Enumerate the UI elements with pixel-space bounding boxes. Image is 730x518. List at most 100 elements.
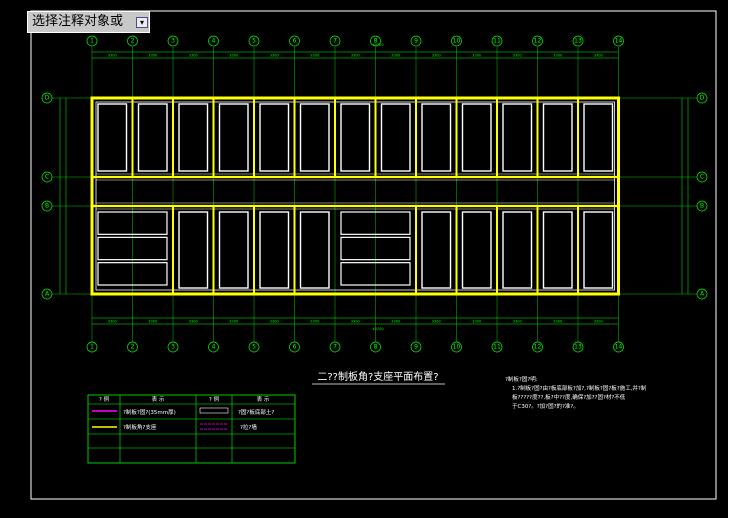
viewport-edge <box>728 0 730 518</box>
axis-label-right: A <box>700 291 705 298</box>
legend-swatch-wall <box>199 407 229 414</box>
axis-bubble-top <box>410 35 422 47</box>
axis-label-top: 7 <box>333 38 337 45</box>
axis-bubble-bottom <box>613 341 624 353</box>
room-slab-bottom <box>218 211 249 289</box>
axis-bubble-bottom <box>86 341 98 353</box>
axis-label-top: 8 <box>374 38 378 45</box>
dimension-value-bottom: 3300 <box>189 320 198 324</box>
axis-label-top: 2 <box>131 38 135 45</box>
dimension-value-bottom: 3300 <box>310 320 319 324</box>
axis-label-bottom: 11 <box>493 344 501 351</box>
notes-heading: ?制板?固?明: <box>505 375 538 383</box>
axis-label-top: 6 <box>293 38 297 45</box>
room-slab-top <box>502 103 533 172</box>
room-slab-top <box>380 103 411 172</box>
axis-bubble-top <box>329 35 341 47</box>
axis-label-bottom: 8 <box>374 344 378 351</box>
axis-bubble-left <box>41 171 53 183</box>
room-slab-bottom <box>583 211 614 289</box>
dropdown-arrow-icon[interactable]: ▾ <box>136 17 148 28</box>
dimension-value-top: 3300 <box>270 54 279 58</box>
room-slab-bottom <box>461 211 492 289</box>
dimension-value-bottom: 3300 <box>391 320 400 324</box>
axis-label-left: C <box>45 174 49 181</box>
legend-header-2: 表 示 <box>152 395 165 403</box>
dimension-value-top: 3300 <box>108 54 117 58</box>
axis-label-top: 9 <box>414 38 418 45</box>
dimension-value-top: 3300 <box>148 54 157 58</box>
dimension-value-bottom: 3300 <box>270 320 279 324</box>
axis-label-bottom: 2 <box>131 344 135 351</box>
dimension-value-bottom: 3300 <box>148 320 157 324</box>
legend-desc-4: ?拉?墙 <box>240 423 257 431</box>
total-length-top: 44700 <box>372 43 383 47</box>
axis-bubble-bottom <box>532 341 543 353</box>
room-slab-top <box>259 103 290 172</box>
axis-bubble-top <box>451 35 462 47</box>
notes-line-1: 1.?制板?固?由?板底部板?加?,?制板?固?板?施工,并?制 <box>512 384 647 392</box>
axis-bubble-top <box>532 35 543 47</box>
axis-bubble-bottom <box>410 341 422 353</box>
dimension-value-top: 3300 <box>594 54 603 58</box>
dimension-value-top: 3300 <box>432 54 441 58</box>
dimension-value-top: 3300 <box>189 54 198 58</box>
legend-header-1: ? 例 <box>99 395 110 403</box>
command-prompt-text: 选择注释对象或 <box>32 14 124 29</box>
room-slab-bottom <box>542 211 573 289</box>
legend-desc-1: ?制板?固?(35mm厚) <box>123 408 176 416</box>
axis-bubble-top <box>127 35 138 47</box>
notes-line-2: 板?????度??,板?中??度,确保?加??固?材?不低 <box>512 393 626 401</box>
room-slab-top <box>97 103 128 172</box>
notes-line-3: 于C30?。?加?固?的?准?。 <box>512 402 579 410</box>
axis-bubble-bottom <box>329 341 341 353</box>
dimension-value-top: 3300 <box>351 54 360 58</box>
axis-label-top: 4 <box>212 38 216 45</box>
dimension-value-bottom: 3300 <box>553 320 562 324</box>
dimension-value-bottom: 3300 <box>108 320 117 324</box>
room-slab-top <box>137 103 168 172</box>
dimension-value-bottom: 3300 <box>351 320 360 324</box>
dimension-value-top: 3300 <box>472 54 481 58</box>
axis-bubble-top <box>289 35 300 47</box>
drawing-title: 二??制板角?支座平面布置? <box>317 370 438 383</box>
axis-label-top: 10 <box>453 38 461 45</box>
axis-label-bottom: 5 <box>252 344 256 351</box>
axis-label-bottom: 6 <box>293 344 297 351</box>
axis-bubble-bottom <box>289 341 300 353</box>
total-length-bottom: 44700 <box>372 327 383 331</box>
axis-bubble-top <box>248 35 260 47</box>
axis-label-bottom: 10 <box>453 344 461 351</box>
axis-bubble-bottom <box>370 341 381 353</box>
dimension-lines: 3300 3300 3300 3300 3300 3300 3300 3300 3300 3300… <box>59 51 689 325</box>
room-slab-bottom <box>502 211 533 289</box>
axis-label-left: D <box>45 95 50 102</box>
axis-bubble-top <box>491 35 503 47</box>
stair-slab <box>340 262 411 286</box>
axis-bubble-bottom <box>127 341 138 353</box>
room-slab-top <box>178 103 209 172</box>
command-prompt[interactable]: 选择注释对象或 <box>27 11 150 33</box>
axis-label-top: 12 <box>534 38 542 45</box>
grid-lines <box>52 47 697 342</box>
axis-label-bottom: 9 <box>414 344 418 351</box>
axis-bubble-top <box>167 35 179 47</box>
stair-slab <box>340 236 411 261</box>
room-slab-bottom <box>421 211 452 289</box>
axis-label-right: D <box>700 95 705 102</box>
axis-label-top: 13 <box>574 38 582 45</box>
room-slab-top <box>340 103 371 172</box>
legend-desc-3: ?制板角?支座 <box>123 423 157 431</box>
axis-label-bottom: 1 <box>90 344 94 351</box>
dimension-value-bottom: 3300 <box>594 320 603 324</box>
axis-bubble-top <box>613 35 624 47</box>
inner-wall-line <box>95 101 615 291</box>
dimension-value-bottom: 3300 <box>472 320 481 324</box>
axis-label-right: C <box>700 174 704 181</box>
room-slab-top <box>218 103 249 172</box>
axis-bubble-top <box>370 35 381 47</box>
legend-desc-2: ?固?板底部土? <box>238 408 274 416</box>
axis-label-bottom: 13 <box>574 344 582 351</box>
